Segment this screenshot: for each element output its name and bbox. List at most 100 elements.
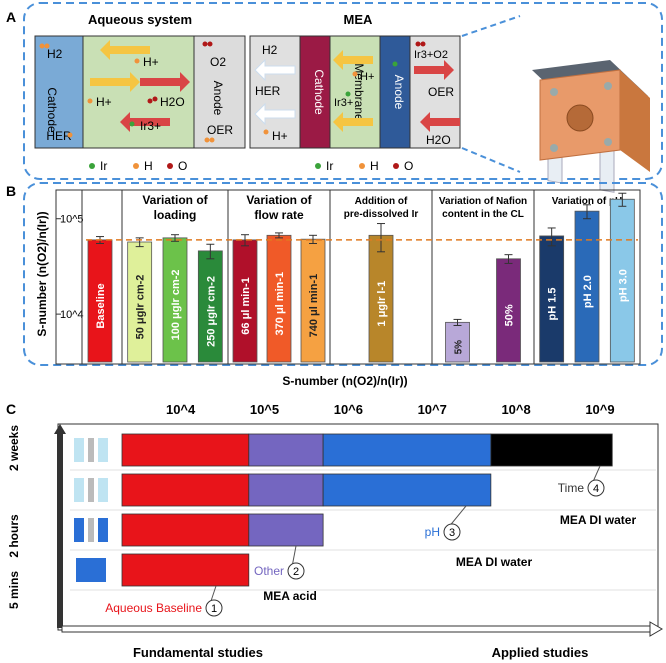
device-port — [566, 104, 594, 132]
group-title: Variation of — [246, 193, 312, 207]
bar — [266, 234, 292, 363]
bar-label: 5% — [454, 340, 465, 355]
group-title: pre-dissolved Ir — [344, 209, 419, 220]
group-title: Variation of — [142, 193, 208, 207]
cell-icon — [98, 518, 108, 542]
x-tick-label: 10^8 — [501, 402, 530, 417]
bar — [574, 210, 600, 363]
group-title: Addition of — [355, 196, 408, 207]
mea-hplus: H+ — [272, 129, 288, 143]
timeline-segment — [121, 553, 250, 587]
time-label: 5 mins — [7, 571, 21, 609]
mea-cathode-label: Cathode — [312, 69, 326, 115]
mea-cell-device-illustration — [532, 60, 650, 193]
mea-oer: OER — [428, 85, 454, 99]
cell-icon — [88, 518, 94, 542]
bar — [232, 239, 258, 363]
o-dot — [415, 41, 421, 47]
mea-ir3o2: Ir3+O2 — [414, 49, 448, 61]
timeline-segment — [248, 473, 324, 507]
panel-b-ylabel: S-number (n(O2)/n(Ir)) — [35, 211, 49, 336]
device-bolt — [550, 88, 558, 96]
bar-label: 250 μgIr cm-2 — [205, 276, 217, 347]
cell-icon — [74, 438, 84, 462]
arrow-right-red — [140, 72, 190, 92]
group-title: Variation of Nafion — [439, 196, 527, 207]
group-title: content in the CL — [442, 209, 524, 220]
mea-diagram: MEA H2 HER H+ Cathode Membrane H+ Ir3+ A… — [249, 12, 461, 149]
mea-di-water-label: MEA DI water — [560, 513, 637, 527]
zoom-line — [461, 147, 521, 173]
x-tick-label: 10^4 — [166, 402, 196, 417]
bar — [127, 241, 153, 363]
annotation-number-circle — [443, 523, 461, 541]
panel-b-frame — [23, 182, 663, 366]
mea-title: MEA — [344, 12, 374, 27]
bar — [300, 238, 326, 363]
aqueous-title: Aqueous system — [88, 12, 192, 27]
timeline-segment — [490, 433, 613, 467]
arrow-left-yellow — [333, 50, 373, 70]
mea-right-gas — [409, 35, 461, 149]
bar — [162, 237, 188, 363]
cell-icon — [74, 478, 84, 502]
aqueous-anode — [193, 35, 246, 149]
h-dot — [39, 43, 45, 49]
aqueous-system-diagram: Aqueous system H2 Cathode HER O2 Anode O… — [34, 12, 246, 149]
aq-h2-label: H2 — [47, 47, 63, 61]
timeline-segment — [121, 513, 250, 547]
cell-icon — [88, 438, 94, 462]
mea-her: HER — [255, 84, 281, 98]
group-title: flow rate — [254, 208, 304, 222]
mea-ir3-m: Ir3+ — [334, 97, 353, 109]
arrow-left-yellow — [333, 112, 373, 132]
mea-anode-label: Anode — [392, 75, 406, 110]
arrow-left-red — [420, 112, 460, 132]
x-tick-label: 10^7 — [418, 402, 447, 417]
legend-h: H — [144, 159, 153, 173]
annotation-label: pH — [425, 525, 440, 539]
mea-hplus-m: H+ — [360, 71, 374, 83]
mea-h2o: H2O — [426, 133, 451, 147]
cell-icon — [88, 478, 94, 502]
h-dot — [44, 43, 50, 49]
annotation-label: Other — [254, 564, 284, 578]
h-dot — [204, 137, 210, 143]
mea-membrane-label: Membrane — [352, 63, 366, 121]
group-title: loading — [154, 208, 197, 222]
aq-cathode-label: Cathode — [45, 87, 59, 133]
arrow-left-red — [120, 112, 170, 132]
device-bolt — [604, 138, 612, 146]
h-dot — [209, 137, 215, 143]
annotation-number-circle — [205, 599, 223, 617]
cell-icon — [76, 558, 106, 582]
h-dot — [134, 58, 140, 64]
timeline-segment — [248, 433, 324, 467]
aq-hplus-2: H+ — [96, 95, 112, 109]
device-bolt — [550, 144, 558, 152]
device-bolt — [604, 82, 612, 90]
aq-hplus-1: H+ — [143, 55, 159, 69]
legend-ir-dot — [89, 163, 95, 169]
y-tick-label: 10^5 — [60, 214, 84, 226]
o-dot — [202, 41, 208, 47]
timeline-segment — [248, 513, 324, 547]
legend-ir-dot — [315, 163, 321, 169]
legend-o: O — [404, 159, 413, 173]
h-dot — [67, 132, 73, 138]
annotation-number: 1 — [211, 603, 217, 615]
bar — [445, 321, 470, 363]
annotation-number-circle — [287, 562, 305, 580]
group-title: Variation of pH — [552, 196, 623, 207]
ir-dot — [129, 121, 135, 127]
arrow-right-yellow — [90, 72, 140, 92]
y-tick-label: 10^4 — [60, 309, 84, 321]
bar-label: 740 μl min-1 — [308, 274, 320, 338]
h-dot — [87, 98, 93, 104]
o-dot — [152, 96, 158, 102]
o-dot — [147, 98, 153, 104]
panel-b-axes — [55, 189, 641, 365]
mea-di-water-label: MEA DI water — [456, 555, 533, 569]
legend-h: H — [370, 159, 379, 173]
